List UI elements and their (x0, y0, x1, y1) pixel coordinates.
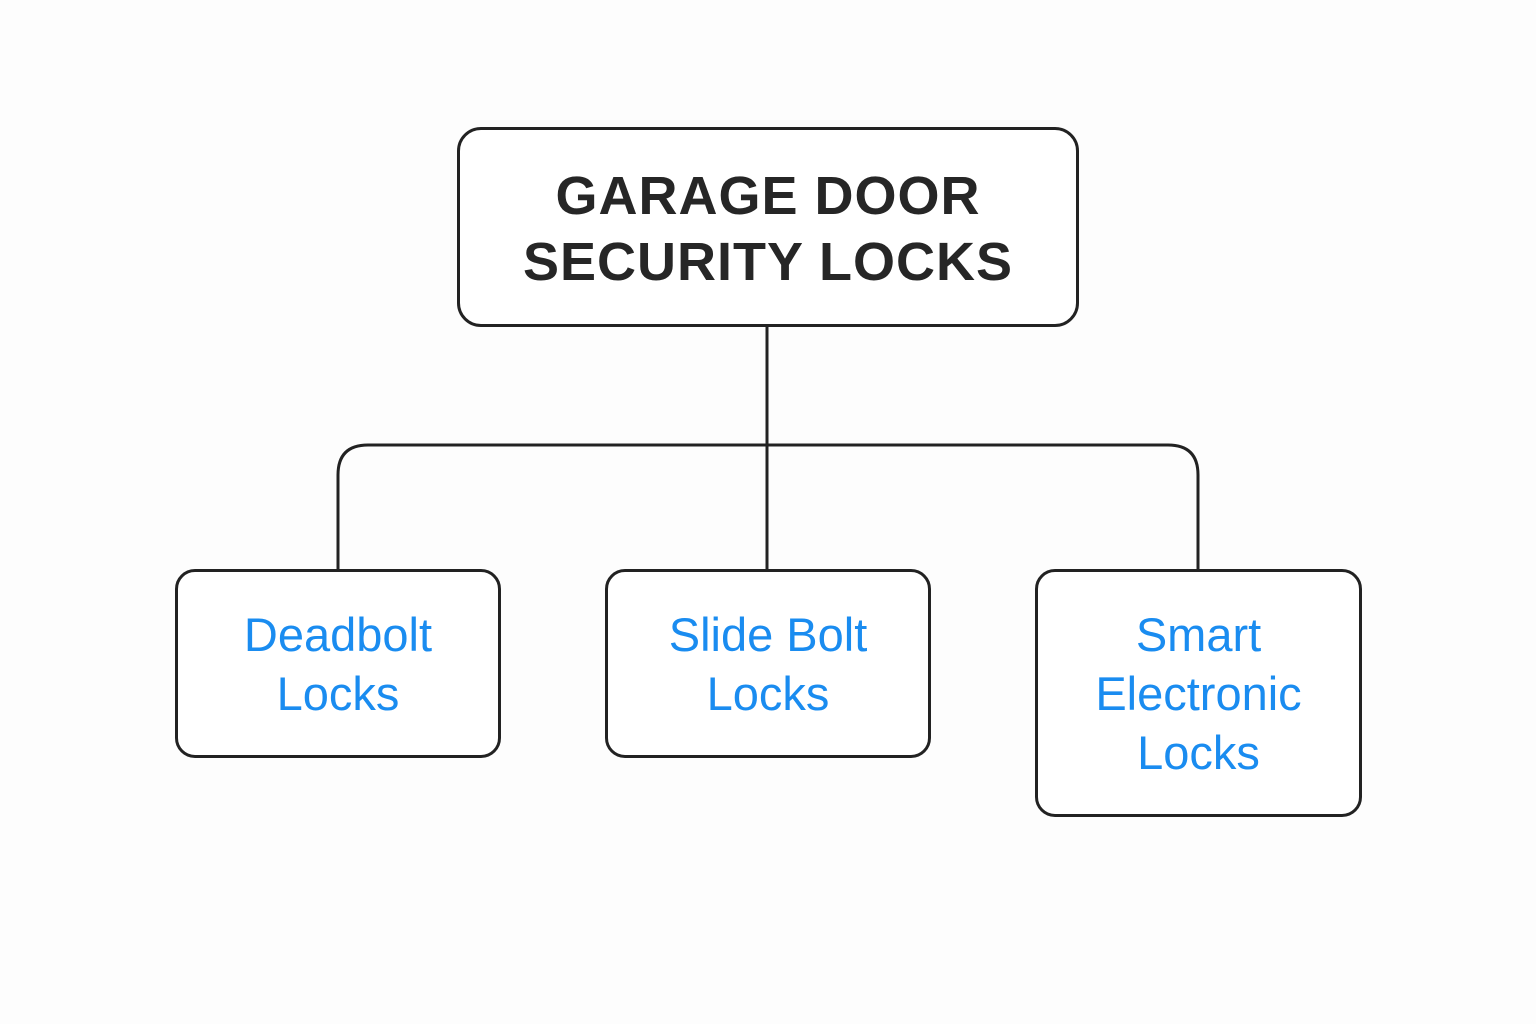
child-label: Slide Bolt Locks (669, 605, 868, 723)
child-node-smart-electronic: Smart Electronic Locks (1035, 569, 1362, 817)
child-node-deadbolt: Deadbolt Locks (175, 569, 501, 758)
branch-line (336, 443, 1200, 569)
child-label: Deadbolt Locks (244, 605, 432, 723)
child-label-line: Electronic (1095, 666, 1302, 720)
child-label-line: Locks (1137, 725, 1260, 779)
root-title-line: GARAGE DOOR (555, 166, 981, 226)
child-label-line: Smart (1135, 607, 1262, 661)
root-title-line: SECURITY LOCKS (522, 232, 1014, 292)
child-label-line: Deadbolt (243, 607, 433, 661)
child-label: Smart Electronic Locks (1095, 605, 1301, 782)
child-label-line: Locks (276, 666, 400, 720)
root-node: GARAGE DOOR SECURITY LOCKS (457, 127, 1079, 327)
child-label-line: Slide Bolt (668, 607, 868, 661)
root-title: GARAGE DOOR SECURITY LOCKS (523, 159, 1013, 295)
child-node-slide-bolt: Slide Bolt Locks (605, 569, 931, 758)
child-label-line: Locks (706, 666, 830, 720)
